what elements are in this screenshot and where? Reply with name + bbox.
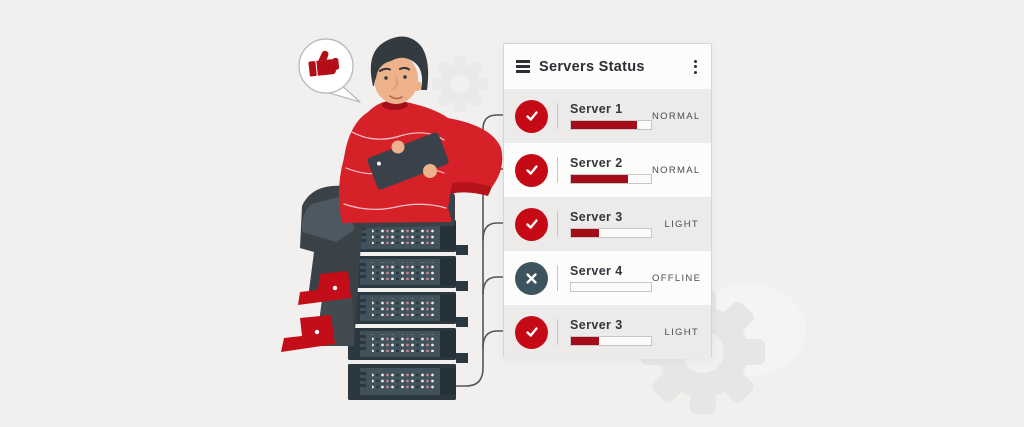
progress-bar (570, 336, 652, 346)
server-name: Server 2 (570, 156, 623, 170)
server-rows: Server 1 NORMAL Server 2 NORMAL (504, 89, 711, 359)
divider (557, 103, 558, 129)
person-head (370, 36, 429, 104)
divider (557, 157, 558, 183)
server-name: Server 1 (570, 102, 623, 116)
server-name: Server 3 (570, 210, 623, 224)
divider (557, 319, 558, 345)
check-icon (515, 207, 548, 241)
status-label: NORMAL (652, 110, 701, 122)
status-label: LIGHT (664, 218, 699, 230)
divider (557, 211, 558, 237)
progress-bar (570, 120, 652, 130)
speech-bubble (298, 38, 361, 103)
kebab-vertical-icon[interactable] (692, 58, 699, 76)
server-row[interactable]: Server 3 LIGHT (504, 305, 711, 359)
server-name: Server 3 (570, 318, 623, 332)
check-icon (515, 315, 548, 349)
status-label: NORMAL (652, 164, 701, 176)
thumbs-up-icon (308, 50, 340, 77)
check-icon (515, 99, 548, 133)
panel-header: Servers Status (504, 44, 711, 89)
panel-title: Servers Status (539, 58, 645, 75)
server-name: Server 4 (570, 264, 623, 278)
check-icon (515, 153, 548, 187)
progress-bar (570, 282, 652, 292)
progress-bar (570, 228, 652, 238)
shoe (298, 271, 351, 305)
server-row[interactable]: Server 3 LIGHT (504, 197, 711, 251)
divider (557, 265, 558, 291)
shoe (281, 315, 335, 352)
server-stack (340, 220, 468, 400)
x-icon (515, 261, 548, 295)
status-label: OFFLINE (652, 272, 702, 284)
progress-bar (570, 174, 652, 184)
person-illustration (281, 36, 503, 352)
status-label: LIGHT (664, 326, 699, 338)
tablet (367, 132, 449, 190)
gear-icon (432, 56, 488, 112)
server-row[interactable]: Server 4 OFFLINE (504, 251, 711, 305)
servers-status-panel: Servers Status Server 1 NORMAL (503, 43, 712, 359)
server-row[interactable]: Server 2 NORMAL (504, 143, 711, 197)
server-row[interactable]: Server 1 NORMAL (504, 89, 711, 143)
list-menu-icon[interactable] (516, 60, 530, 73)
